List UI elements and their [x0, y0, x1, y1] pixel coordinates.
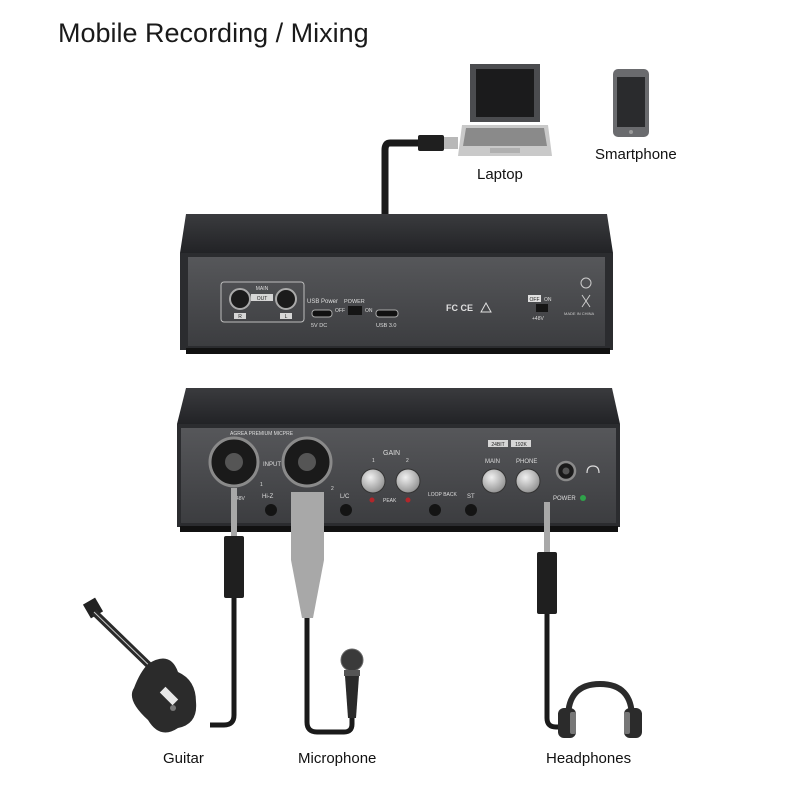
- front-input-label: INPUT: [263, 462, 281, 468]
- lc-button[interactable]: [340, 504, 352, 516]
- front-ch2-label: 2: [331, 486, 334, 492]
- hiz-button[interactable]: [265, 504, 277, 516]
- headphones-icon: [558, 680, 642, 738]
- back-on-label: ON: [365, 308, 373, 314]
- guitar-icon: [82, 597, 197, 733]
- back-made-in-label: MADE IN CHINA: [564, 311, 595, 316]
- headphones-label: Headphones: [546, 750, 632, 767]
- back-usb-power-label: USB Power: [307, 299, 338, 305]
- front-gain1-label: 1: [372, 458, 375, 464]
- interface-front-view: AGREA PREMIUM MICPRE INPUT 1 2 48V Hi-Z …: [177, 388, 620, 532]
- front-power-label: POWER: [553, 496, 576, 502]
- front-rate-label: 192K: [515, 442, 527, 448]
- page-title: Mobile Recording / Mixing: [58, 18, 369, 48]
- front-bits-label: 24BIT: [491, 442, 504, 448]
- back-toggle-on-label: ON: [544, 297, 552, 303]
- back-r-label: R: [238, 314, 242, 320]
- headphone-symbol-icon: [586, 465, 600, 474]
- laptop-icon: [458, 64, 552, 156]
- front-lc-label: L/C: [340, 494, 350, 500]
- main-knob[interactable]: [481, 468, 507, 494]
- front-loopback-label: LOOP BACK: [428, 492, 457, 498]
- back-off-label: OFF: [335, 308, 345, 314]
- front-gain2-label: 2: [406, 458, 409, 464]
- microphone-icon: [340, 648, 364, 718]
- front-peak-label: PEAK: [383, 498, 397, 504]
- microphone-label: Microphone: [298, 750, 377, 767]
- microphone-cable: [291, 492, 355, 735]
- power-led: [580, 495, 586, 501]
- back-out-label: OUT: [257, 296, 268, 302]
- front-48v-label: 48V: [236, 496, 246, 502]
- front-brand-label: AGREA PREMIUM MICPRE: [230, 431, 294, 437]
- peak-2-led: [405, 497, 411, 503]
- back-main-label: MAIN: [256, 286, 269, 292]
- smartphone-label: Smartphone: [595, 146, 677, 163]
- back-usb3-label: USB 3.0: [376, 323, 396, 329]
- front-st-label: ST: [467, 494, 475, 500]
- back-dc-label: 5V DC: [311, 323, 327, 329]
- headphones-cable: [537, 502, 565, 730]
- back-power-label: POWER: [344, 299, 365, 305]
- peak-1-led: [369, 497, 375, 503]
- phone-knob[interactable]: [515, 468, 541, 494]
- back-l-label: L: [285, 314, 288, 320]
- back-toggle-off-label: OFF: [530, 297, 540, 303]
- front-main-label: MAIN: [485, 459, 500, 465]
- front-ch1-label: 1: [260, 482, 263, 488]
- smartphone-icon: [613, 69, 649, 137]
- guitar-label: Guitar: [163, 750, 204, 767]
- interface-back-view: MAIN OUT R L USB Power 5V DC POWER OFF O…: [180, 214, 613, 354]
- front-hiz-label: Hi-Z: [262, 494, 274, 500]
- laptop-label: Laptop: [477, 166, 523, 183]
- gain-1-knob[interactable]: [360, 468, 386, 494]
- front-phone-label: PHONE: [516, 459, 537, 465]
- loopback-button[interactable]: [429, 504, 441, 516]
- guitar-cable: [210, 488, 244, 728]
- back-phantom-label: +48V: [532, 316, 544, 322]
- gain-2-knob[interactable]: [395, 468, 421, 494]
- front-gain-label: GAIN: [383, 450, 400, 457]
- back-cert-label: FC CE: [446, 303, 473, 313]
- st-button[interactable]: [465, 504, 477, 516]
